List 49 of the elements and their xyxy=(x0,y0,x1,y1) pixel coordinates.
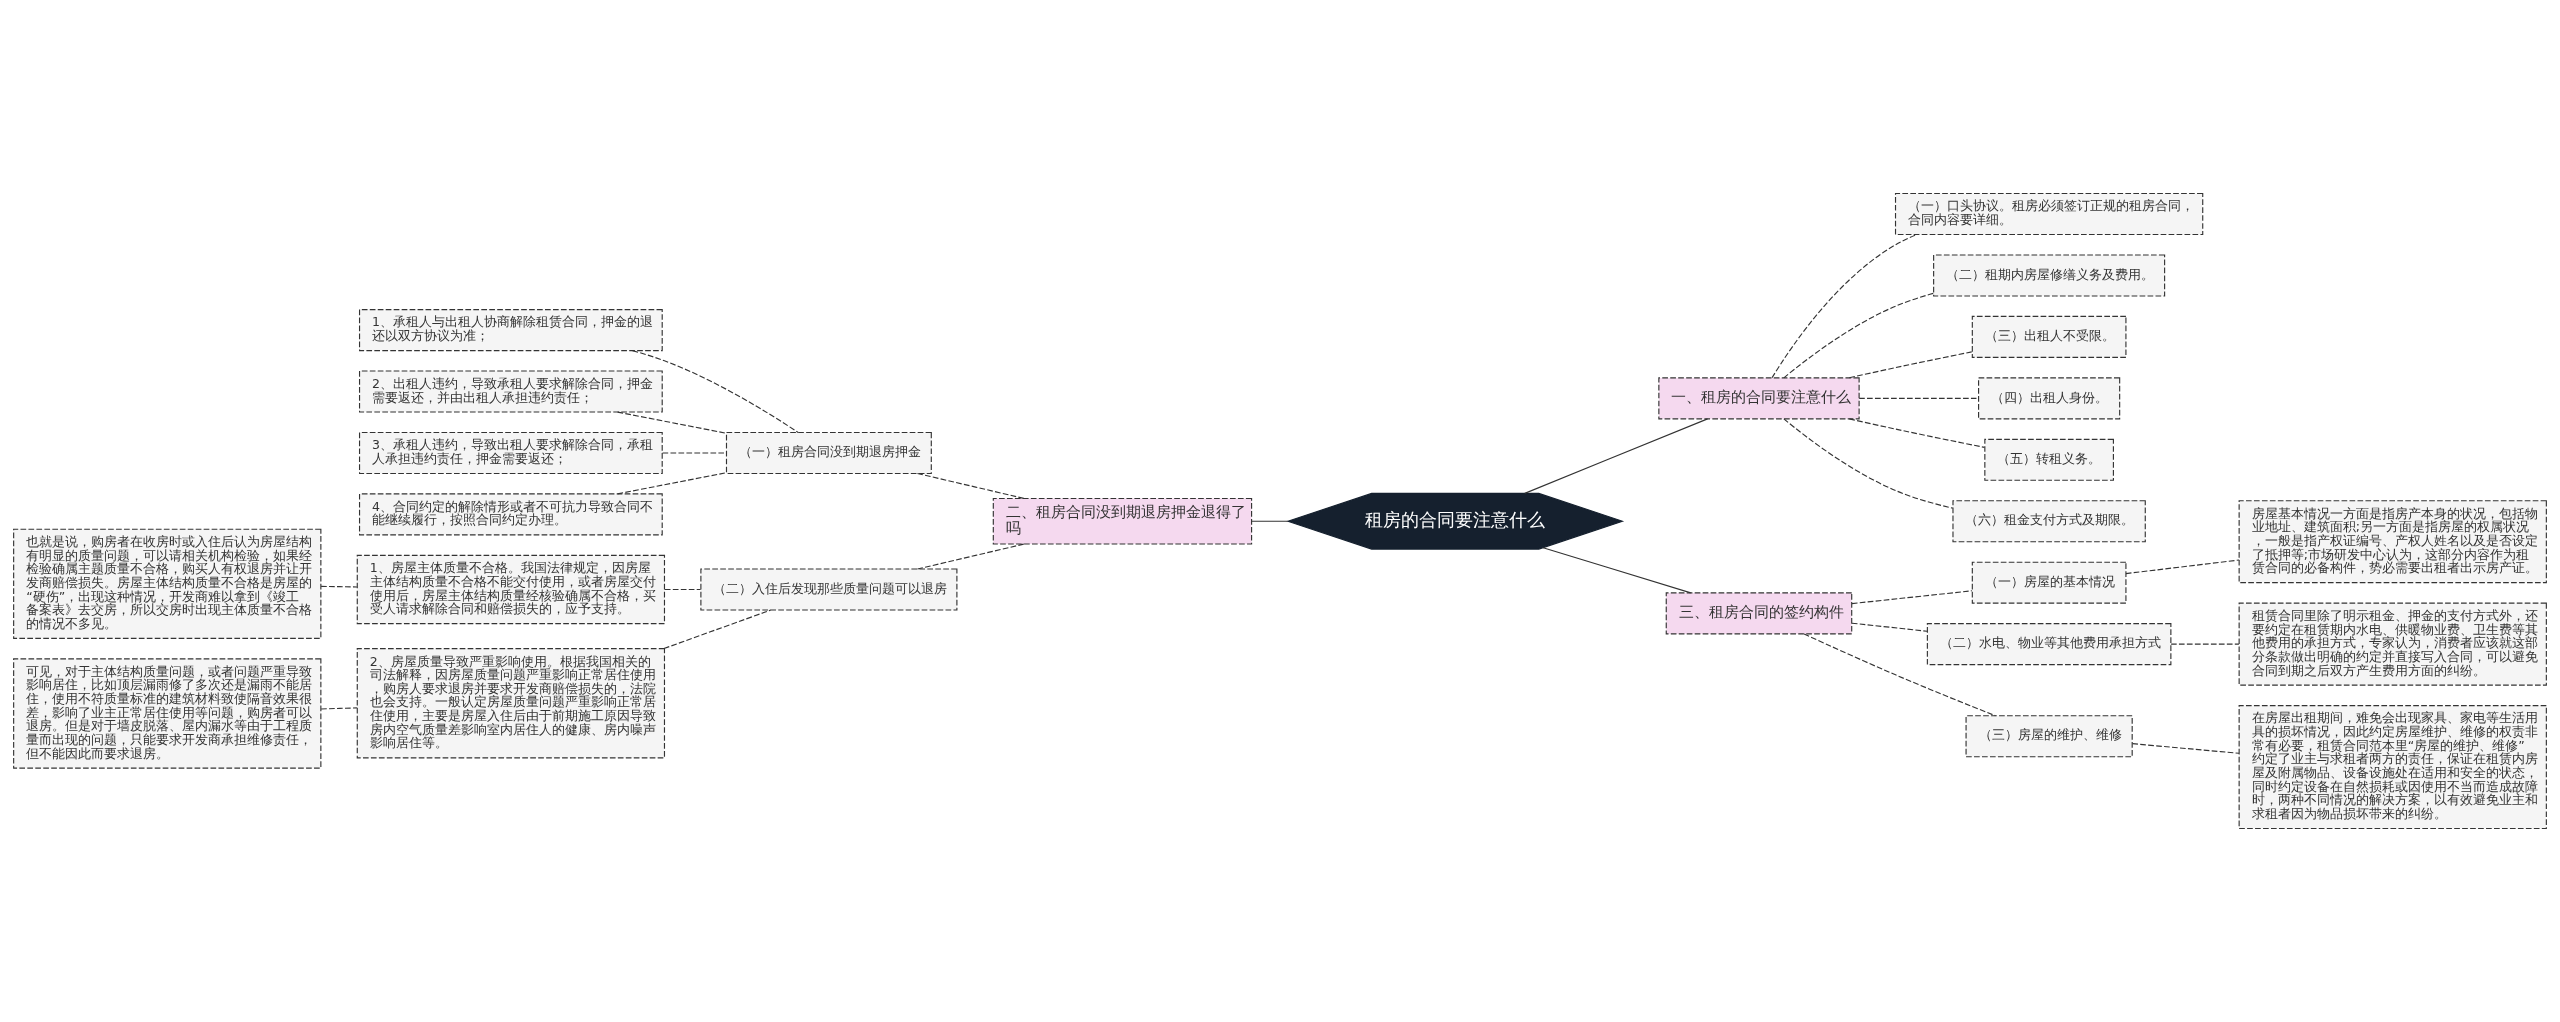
node-box: 三、租房合同的签约构件 xyxy=(1665,592,1853,635)
node-box: （一）口头协议。租房必须签订正规的租房合同，合同内容要详细。 xyxy=(1894,193,2204,236)
node-box: 也就是说，购房者在收房时或入住后认为房屋结构有明显的质量问题，可以请相关机构检验，如果经检验确属主题质量不合格，购买人有权退房并让开发商赔偿损失。房屋主体结构质量不合格是房屋的“硬伤”，出现这种情况，开发商难以拿到《竣工备案表》去交房，所以交房时出现主体质量不合格的情况不多见。 xyxy=(13,528,322,639)
connector xyxy=(916,472,1025,499)
connector xyxy=(664,588,702,591)
connector xyxy=(1851,622,1928,632)
node-box: （三）房屋的维护、维修 xyxy=(1965,715,2133,758)
node-box: 2、房屋质量导致严重影响使用。根据我国相关的司法解释，因房屋质量问题严重影响正常居住使用，购房人要求退房并要求开发商赔偿损失的，法院也会支持。一般认定房屋质量问题严重影响正常居住使用，主要是房屋入住后由于前期施工原因导致房内空气质量差影响室内居住人的健康、房内噪声影响居住等。 xyxy=(356,648,666,759)
node-box: （一）房屋的基本情况 xyxy=(1971,561,2127,604)
node-box: （一）租房合同没到期退房押金 xyxy=(725,431,932,474)
node-box: 3、承租人违约，导致出租人要求解除合同，承租人承担违约责任，押金需要返还； xyxy=(359,431,663,474)
node-box: 可见，对于主体结构质量问题，或者问题严重导致影响居住，比如顶层漏雨修了多次还是漏雨不能居住，使用不符质量标准的建筑材料致使隔音效果很差，影响了业主正常居住使用等问题，购房者可以退房。但是对于墙皮脱落、屋内漏水等由于工程质量而出现的问题，只能要求开发商承担维修责任，但不能因此而要求退房。 xyxy=(13,658,322,769)
connector xyxy=(320,585,358,588)
connector xyxy=(1858,397,1979,399)
node-box: （五）转租义务。 xyxy=(1984,438,2114,481)
connector xyxy=(1542,547,1692,594)
node-box: 租赁合同里除了明示租金、押金的支付方式外，还要约定在租赁期内水电、供暖物业费、卫生费等其他费用的承担方式，专家认为，消费者应该就这部分条款做出明确的约定并直接写入合同，可以避免合同到期之后双方产生费用方面的纠纷。 xyxy=(2238,602,2547,686)
node-box: 一、租房的合同要注意什么 xyxy=(1658,377,1860,420)
connector xyxy=(1851,590,1973,605)
node-box: 在房屋出租期间，难免会出现家具、家电等生活用具的损坏情况，因此约定房屋维护、维修的权责非常有必要，租赁合同范本里“房屋的维护、维修”约定了业主与求租者两方的责任，保证在租赁内房屋及附属物品、设备设施处在适用和安全的状态，同时约定设备在自然损耗或因使用不当而造成故障时，两种不同情况的解决方案，以有效避免业主和求租者因为物品损坏带来的纠纷。 xyxy=(2238,705,2547,830)
connector xyxy=(2131,743,2240,754)
node-box: 2、出租人违约，导致承租人要求解除合同，押金需要返还，并由出租人承担违约责任； xyxy=(359,370,663,413)
connector xyxy=(617,472,727,495)
connector xyxy=(1803,633,1997,717)
connector xyxy=(1771,234,1918,379)
connector xyxy=(320,707,358,710)
node-box: 房屋基本情况一方面是指房产本身的状况，包括物业地址、建筑面积;另一方面是指房屋的权属状况，一般是指产权证编号、产权人姓名以及是否设定了抵押等;市场研发中心认为，这部分内容作为租赁合同的必备构件，势必需要出租者出示房产证。 xyxy=(2238,500,2547,584)
node-box: （二）水电、物业等其他费用承担方式 xyxy=(1926,623,2172,666)
node-box: 1、房屋主体质量不合格。我国法律规定，因房屋主体结构质量不合格不能交付使用，或者房屋交付使用后，房屋主体结构质量经核验确属不合格，买受人请求解除合同和赔偿损失的，应予支持。 xyxy=(356,554,666,625)
connector xyxy=(2125,559,2240,575)
connector xyxy=(2170,643,2240,645)
node-box: 4、合同约定的解除情形或者不可抗力导致合同不能继续履行，按照合同约定办理。 xyxy=(359,493,663,536)
node-box: （四）出租人身份。 xyxy=(1978,377,2121,420)
node-box: （三）出租人不受限。 xyxy=(1971,315,2127,358)
connector xyxy=(631,350,799,434)
connector xyxy=(916,543,1025,570)
connector xyxy=(1783,418,1954,509)
node-box: （二）租期内房屋修缮义务及费用。 xyxy=(1933,254,2166,297)
node-box: （二）入住后发现那些质量问题可以退房 xyxy=(700,568,958,611)
connector xyxy=(1848,418,1986,448)
connector xyxy=(661,452,727,454)
connector xyxy=(1848,351,1973,379)
node-box: 1、承租人与出租人协商解除租赁合同，押金的退还以双方协议为准； xyxy=(359,309,663,352)
connector xyxy=(663,609,772,650)
node-box: 二、租房合同没到期退房押金退得了吗 xyxy=(992,497,1253,545)
connector xyxy=(1524,418,1709,494)
connector xyxy=(1251,520,1289,522)
node-box: （六）租金支付方式及期限。 xyxy=(1952,500,2146,543)
connector xyxy=(1783,292,1934,379)
